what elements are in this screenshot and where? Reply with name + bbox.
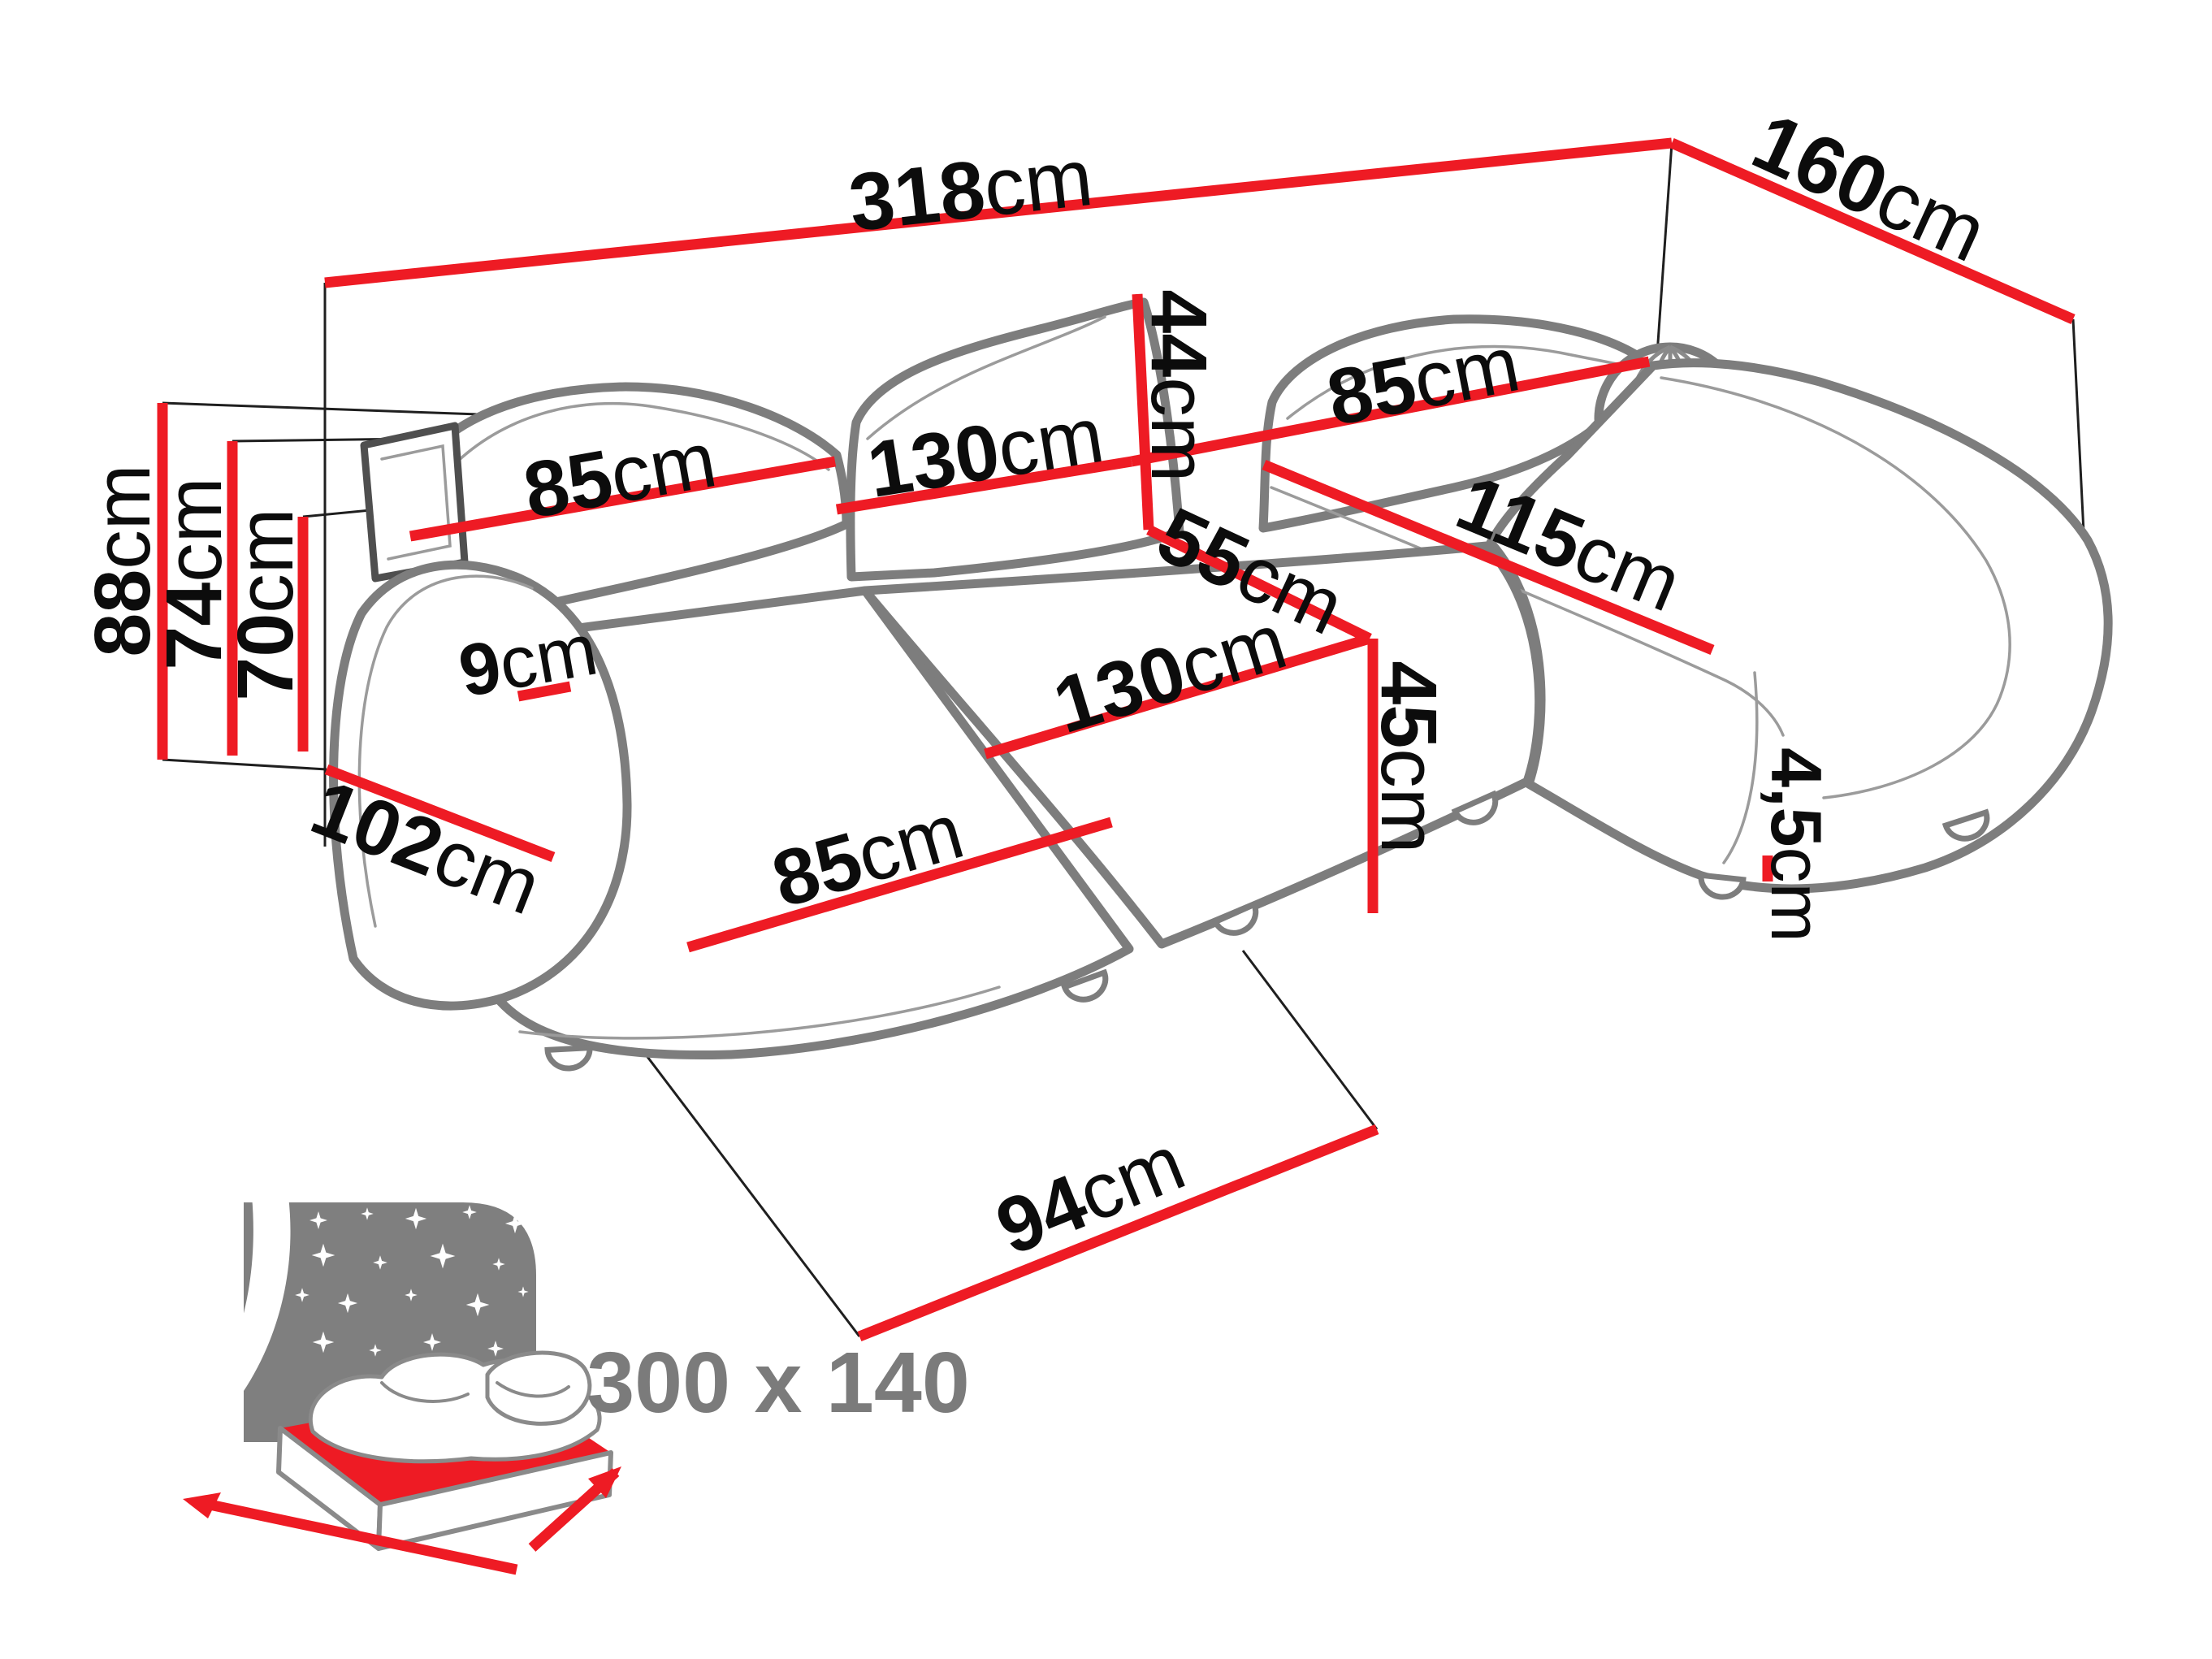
sofa-seat-left-front-seam	[518, 985, 1001, 1040]
sofa-chaise-right	[1486, 358, 2113, 894]
sofa-backrest-left-seam	[433, 401, 830, 487]
bed-arrow-width-shaft	[208, 1499, 518, 1575]
dim-label-backrest-right: 85cm	[1320, 318, 1526, 442]
sofa-backrest-middle-seam	[866, 315, 1106, 440]
dim-line-seat-depth-55	[1146, 525, 1372, 643]
sofa-foot	[1061, 968, 1109, 1003]
dim-label-height-88: 88cm	[78, 464, 167, 656]
wall-edge-far-right-line	[2071, 318, 2085, 533]
dim-line-seat-left-85	[686, 817, 1113, 953]
extension-94-left	[616, 1016, 861, 1337]
extension-height-88	[162, 401, 525, 418]
sleeping-function-icon: 300 x 140	[183, 1196, 970, 1575]
sofa-foot	[1211, 900, 1259, 936]
bed-mattress-side-right	[376, 1450, 613, 1551]
bed-duvet-fold-2	[496, 1381, 570, 1398]
sofa-foot	[1941, 808, 1990, 842]
bed-pillow	[485, 1350, 592, 1426]
bed-arrow-depth-head	[588, 1466, 621, 1498]
sofa-foot	[1451, 790, 1499, 825]
dim-line-backrest-left	[409, 456, 837, 542]
dim-line-backrest-height-44	[1132, 293, 1154, 531]
dim-line-total-width	[324, 137, 1673, 288]
sofa-backrest-right	[1258, 314, 1654, 533]
dim-line-seat-front-94	[857, 1124, 1379, 1342]
dim-label-height-74: 74cm	[149, 477, 238, 669]
sofa-foot	[544, 1044, 593, 1072]
sofa-armrest-left-inner	[357, 574, 534, 928]
sofa-armrest-right-inner	[1660, 376, 2011, 799]
dim-line-armrest-9	[517, 681, 572, 702]
sofa-frame-element	[360, 422, 469, 583]
sofa	[329, 297, 2113, 1072]
bed-duvet-fold-1	[380, 1381, 470, 1403]
extension-94-right	[1241, 950, 1379, 1130]
sofa-frame-element-inner	[380, 444, 452, 561]
dim-label-leg-height: 4,5cm	[1756, 747, 1837, 942]
dim-label-height-70: 70cm	[221, 508, 310, 700]
dim-label-backrest-height: 44cm	[1135, 289, 1223, 482]
sofa-backrest-middle	[846, 297, 1184, 582]
dim-line-backrest-middle	[835, 456, 1133, 515]
bed-arrow-width-head	[183, 1492, 221, 1518]
sofa-armrest-left	[329, 560, 632, 1011]
dim-label-backrest-middle: 130cm	[862, 390, 1110, 514]
sofa-feet	[544, 790, 1990, 1072]
dim-line-backrest-right	[1130, 356, 1651, 467]
sofa-chaise-front-seam	[1722, 671, 1759, 864]
dim-line-chaise-115	[1262, 459, 1715, 656]
bed-headboard-swoosh	[185, 1196, 291, 1438]
extension-floor-left	[162, 758, 327, 771]
sofa-chaise-back-seam	[1270, 486, 1785, 737]
dim-label-total-depth: 160cm	[1740, 96, 2000, 279]
dim-line-seat-middle-130	[984, 633, 1371, 760]
dim-label-armrest-9: 9cm	[453, 609, 604, 713]
dimension-lines	[157, 137, 2076, 1342]
dim-line-depth-102	[324, 764, 556, 863]
wall-corner-right-line	[1656, 142, 1673, 355]
dim-label-seat-height-45: 45cm	[1365, 661, 1453, 853]
dim-label-total-width: 318cm	[845, 132, 1097, 249]
dim-label-backrest-left: 85cm	[517, 414, 723, 535]
dim-line-total-depth	[1669, 138, 2076, 324]
sleeping-area-label: 300 x 140	[587, 1335, 970, 1431]
sofa-foot	[1698, 872, 1747, 900]
